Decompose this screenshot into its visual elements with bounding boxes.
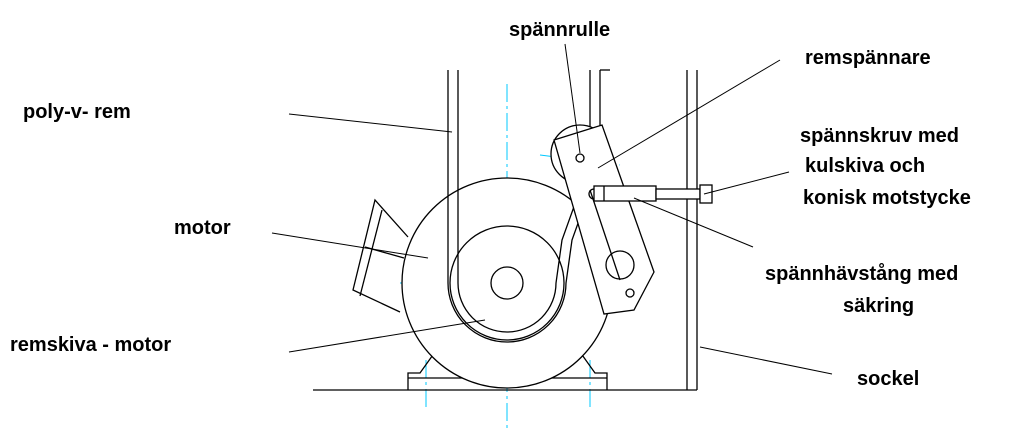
motor-pulley: [449, 225, 565, 341]
label-spannhavstang-line1: spännhävstång med: [765, 262, 958, 285]
poly-v-belt: [447, 69, 610, 343]
label-remspannare: remspännare: [805, 47, 931, 69]
tensioner-arm: [553, 124, 655, 315]
label-spannskruv-line2: kulskiva och: [805, 155, 925, 177]
label-spannrulle: spännrulle: [509, 19, 610, 41]
label-spannskruv-line3: konisk motstycke: [803, 187, 971, 209]
leader-lines: [271, 43, 833, 375]
label-remskiva-motor: remskiva - motor: [10, 334, 171, 356]
label-spannhavstang-line2: säkring: [843, 295, 914, 317]
motor-terminal-box: [352, 198, 409, 313]
tension-screw: [593, 184, 713, 204]
label-sockel: sockel: [857, 368, 919, 390]
label-spannskruv-line1: spännskruv med: [800, 125, 959, 147]
motor-shaft: [490, 266, 524, 300]
label-motor: motor: [174, 217, 231, 239]
base-frame: [313, 70, 698, 391]
label-poly-v-rem: poly-v- rem: [23, 101, 131, 123]
